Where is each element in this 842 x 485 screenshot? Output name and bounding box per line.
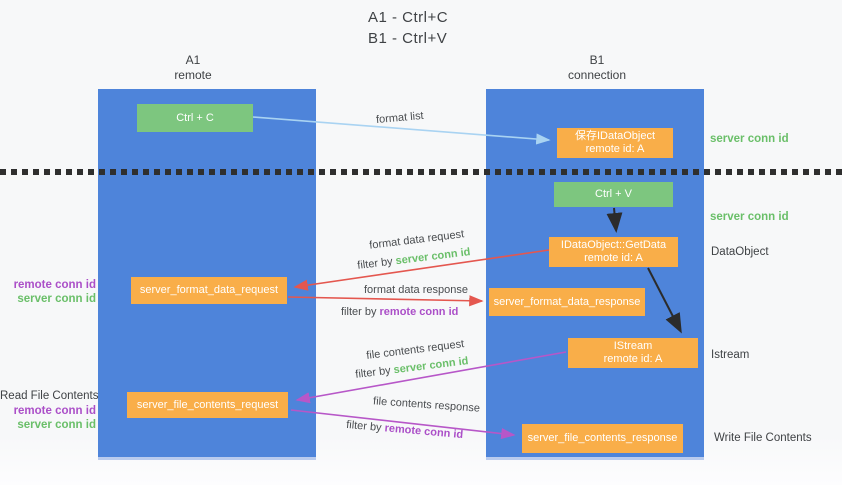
right-label-dataobject: DataObject bbox=[711, 246, 769, 258]
left-label-read-file-contents: Read File Contents bbox=[0, 390, 99, 402]
column-a1-role: remote bbox=[174, 68, 212, 82]
istream-line1: IStream bbox=[613, 340, 653, 352]
filter-by-remote-conn-id-value: remote conn id bbox=[384, 422, 464, 442]
server-file-contents-request-box: server_file_contents_request bbox=[127, 392, 288, 418]
filter-by-prefix: filter by bbox=[341, 306, 380, 318]
ctrl-v-label: Ctrl + V bbox=[595, 188, 632, 200]
save-dataobject-line2: remote id: A bbox=[585, 143, 645, 155]
istream-box: IStream remote id: A bbox=[568, 338, 698, 368]
filter-by-server-conn-id-value: server conn id bbox=[394, 246, 472, 268]
filter-by-prefix: filter by bbox=[354, 364, 395, 381]
server-format-data-response-box: server_format_data_response bbox=[489, 288, 645, 316]
diagram-title: A1 - Ctrl+C B1 - Ctrl+V bbox=[368, 7, 448, 49]
getdata-line1: IDataObject::GetData bbox=[560, 239, 667, 251]
left-conn-id-labels-top: remote conn id server conn id bbox=[0, 279, 96, 306]
flow-label-file-contents-response: file contents response bbox=[372, 395, 481, 415]
server-format-data-request-box: server_format_data_request bbox=[131, 277, 287, 304]
getdata-line2: remote id: A bbox=[584, 252, 643, 264]
column-header-a1: A1 remote bbox=[133, 53, 253, 83]
server-file-contents-response-box: server_file_contents_response bbox=[522, 424, 683, 453]
left-label-server-conn-id-bottom: server conn id bbox=[17, 418, 96, 431]
filter-by-prefix: filter by bbox=[356, 255, 397, 272]
right-label-write-file-contents: Write File Contents bbox=[714, 432, 812, 444]
server-format-data-request-label: server_format_data_request bbox=[139, 284, 279, 296]
left-conn-id-labels-bottom: remote conn id server conn id bbox=[0, 405, 96, 432]
column-header-b1: B1 connection bbox=[537, 53, 657, 83]
right-label-server-conn-id-top: server conn id bbox=[710, 133, 789, 145]
column-b1-name: B1 bbox=[589, 53, 605, 67]
save-dataobject-line1: 保存IDataObject bbox=[574, 130, 656, 142]
column-a1-name: A1 bbox=[185, 53, 201, 67]
title-line-1: A1 - Ctrl+C bbox=[368, 9, 449, 26]
arrow-format-data-response bbox=[287, 295, 484, 307]
title-line-2: B1 - Ctrl+V bbox=[368, 30, 448, 47]
filter-by-prefix: filter by bbox=[345, 418, 386, 435]
column-b1-role: connection bbox=[567, 68, 627, 82]
right-label-istream: Istream bbox=[711, 349, 750, 361]
flow-label-filter-by-remote-conn-id-2: filter by remote conn id bbox=[346, 419, 464, 441]
server-file-contents-response-label: server_file_contents_response bbox=[527, 432, 678, 444]
filter-by-server-conn-id-value: server conn id bbox=[392, 355, 470, 377]
flow-label-format-list: format list bbox=[375, 109, 425, 127]
ctrl-c-box: Ctrl + C bbox=[137, 104, 253, 132]
save-dataobject-box: 保存IDataObject remote id: A bbox=[557, 128, 673, 158]
ctrl-c-label: Ctrl + C bbox=[176, 111, 214, 124]
left-label-server-conn-id-top: server conn id bbox=[17, 292, 96, 305]
filter-by-remote-conn-id-value: remote conn id bbox=[379, 306, 459, 318]
flow-label-filter-by-remote-conn-id-1: filter by remote conn id bbox=[341, 306, 458, 318]
left-label-remote-conn-id-top: remote conn id bbox=[13, 279, 96, 291]
left-label-remote-conn-id-bottom: remote conn id bbox=[13, 405, 96, 417]
ctrl-v-box: Ctrl + V bbox=[554, 182, 673, 207]
section-divider-dotted-line bbox=[0, 169, 842, 175]
server-file-contents-request-label: server_file_contents_request bbox=[136, 398, 279, 411]
idataobject-getdata-box: IDataObject::GetData remote id: A bbox=[549, 237, 678, 267]
istream-line2: remote id: A bbox=[603, 353, 663, 365]
right-label-server-conn-id-mid: server conn id bbox=[710, 211, 789, 223]
flow-label-format-data-response: format data response bbox=[364, 284, 468, 296]
server-format-data-response-label: server_format_data_response bbox=[493, 295, 641, 308]
